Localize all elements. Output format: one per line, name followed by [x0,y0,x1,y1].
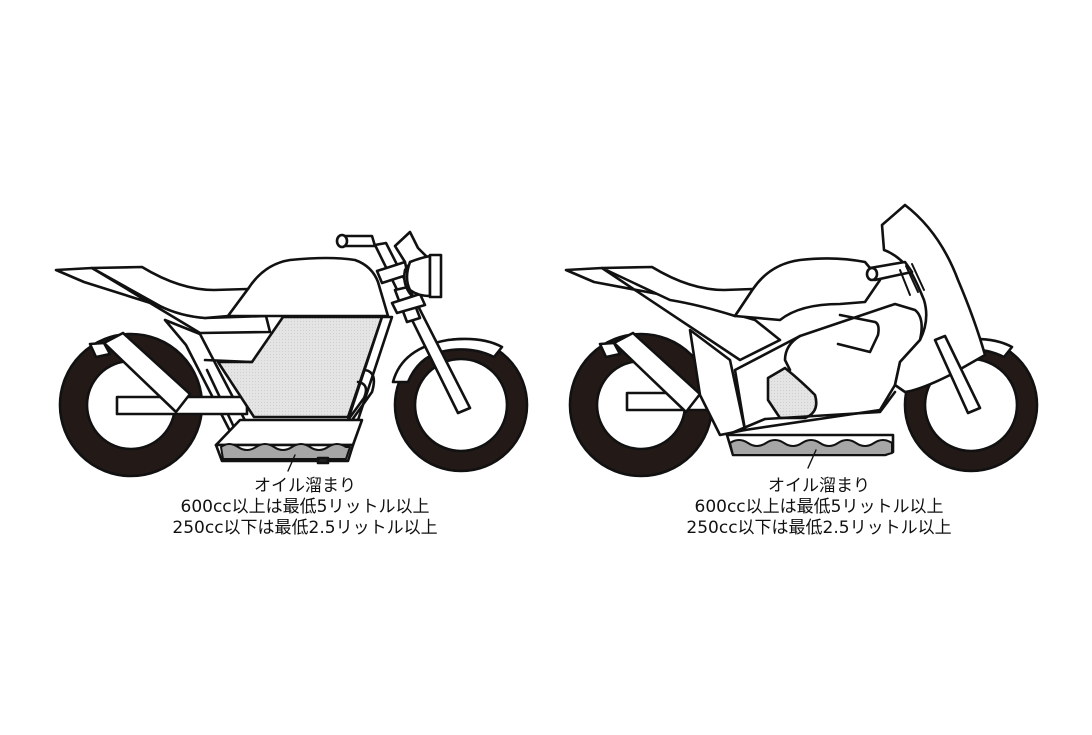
callout-line-250cc: 250cc以下は最低2.5リットル以上 [686,518,952,538]
callout-leader [807,449,817,469]
front-fork [933,334,982,415]
oil-level [729,439,893,456]
sport-bike-illustration [564,203,1039,478]
callout-line-600cc: 600cc以上は最低5リットル以上 [180,497,430,517]
side-fairing [733,302,923,432]
oil-reservoir-callout-naked: オイル溜まり 600cc以上は最低5リットル以上 250cc以下は最低2.5リッ… [150,476,460,539]
oil-pan [725,433,895,457]
callout-line-600cc: 600cc以上は最低5リットル以上 [694,497,944,517]
front-fender [391,337,504,384]
engine [766,366,818,420]
fuel-tank [226,256,390,318]
callout-title: オイル溜まり [254,476,356,496]
fuel-tank [733,257,882,322]
callout-line-250cc: 250cc以下は最低2.5リットル以上 [172,518,438,538]
callout-leader [287,454,296,472]
naked-bike-illustration [54,230,529,478]
oil-pan [214,418,364,465]
drain-plug [316,456,330,465]
callout-title: オイル溜まり [768,476,870,496]
oil-reservoir-callout-sport: オイル溜まり 600cc以上は最低5リットル以上 250cc以下は最低2.5リッ… [664,476,974,539]
oil-level [220,443,351,460]
muffler [102,331,192,414]
